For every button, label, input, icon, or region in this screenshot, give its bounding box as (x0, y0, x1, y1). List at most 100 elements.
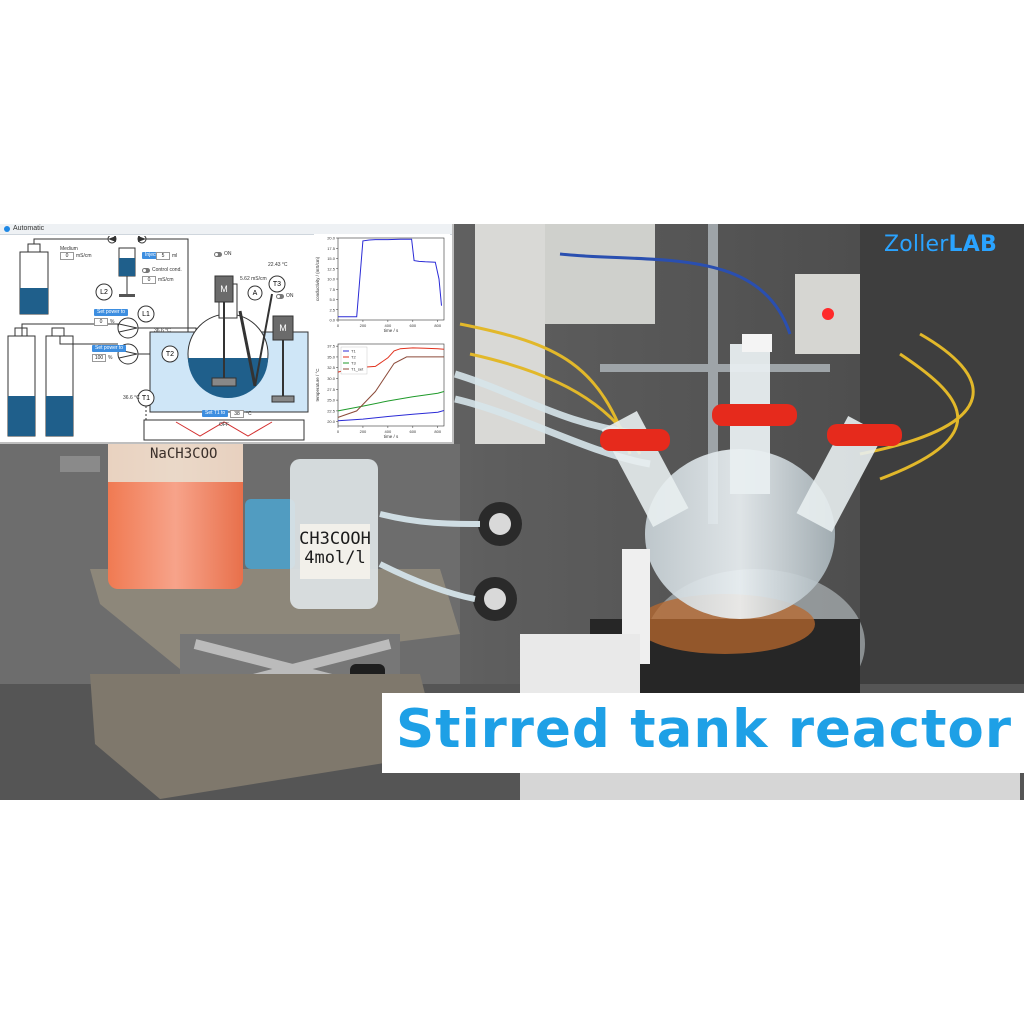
control-cond-label: Control cond. (152, 267, 182, 273)
chart-1-xtick-label-1: 200 (360, 429, 367, 434)
chart-0-ytick-label-5: 12.5 (327, 266, 336, 271)
inject-unit: ml (172, 253, 178, 259)
heater-set-button[interactable]: Set T1 to (202, 410, 229, 417)
chart-1-ytick-label-4: 30.0 (327, 376, 336, 381)
chart-1-ytick-label-0: 20.0 (327, 419, 336, 424)
chart-1-xlabel: time / s (384, 434, 399, 439)
chart-1-xtick-label-2: 400 (385, 429, 392, 434)
label-t1: T1 (142, 395, 150, 402)
chart-0-xtick-label-1: 200 (360, 323, 367, 328)
control-cond-toggle[interactable] (142, 268, 150, 273)
control-cond-field[interactable]: 0 (142, 276, 156, 284)
chart-0-ytick-label-6: 15.0 (327, 256, 336, 261)
control-cond-unit: mS/cm (158, 277, 174, 283)
stirrer-state: ON (224, 251, 232, 257)
chart-1-ytick-label-1: 22.5 (327, 408, 336, 413)
chart-1-xtick-label-0: 0 (337, 429, 340, 434)
chart-0-ytick-label-0: 0.0 (329, 318, 335, 323)
pump2-field[interactable]: 100 (92, 354, 106, 362)
chart-1-ytick-label-5: 32.5 (327, 365, 336, 370)
syringe-pump (118, 247, 136, 297)
label-t2: T2 (166, 351, 174, 358)
lab-photo (0, 224, 1024, 800)
acid-label-line1: CH3COOH (299, 529, 371, 549)
pump1-field[interactable]: 0 (94, 318, 108, 326)
chart-1-ylabel: temperature / °C (315, 368, 320, 402)
label-l1: L1 (142, 311, 150, 318)
chart-0-ytick-label-2: 5.0 (329, 297, 335, 302)
label-l2: L2 (100, 289, 108, 296)
chart-0-ytick-label-8: 20.0 (327, 236, 336, 241)
chart-1-series-0-line (337, 410, 445, 422)
chart-0-ytick-label-7: 17.5 (327, 246, 336, 251)
pump-1-icon[interactable] (117, 317, 139, 339)
sensor-l1-icon (137, 305, 155, 323)
tab-radio-icon[interactable] (4, 226, 10, 232)
chart-0-xtick-label-0: 0 (337, 323, 340, 328)
chart-1-xtick-label-4: 800 (434, 429, 441, 434)
bottle-left (7, 327, 36, 437)
chart-0-xtick-label-2: 400 (385, 323, 392, 328)
brand-logo: ZollerLAB (884, 232, 997, 257)
scada-window: Automatic (0, 224, 454, 444)
chart-0-ytick-label-4: 10.0 (327, 277, 336, 282)
chart-0-xtick-label-3: 600 (409, 323, 416, 328)
sensor-t2-icon (161, 345, 179, 363)
chart-1-series-3-line (337, 356, 444, 418)
chart-1-ytick-label-2: 25.0 (327, 398, 336, 403)
chart-1-ytick-label-7: 37.5 (327, 344, 336, 349)
acid-label-line2: 4mol/l (304, 548, 366, 568)
pump2-unit: % (108, 355, 113, 361)
stirrer-toggle[interactable] (214, 252, 222, 257)
process-diagram: L2 L1 T2 T1 A T3 M M (7, 236, 309, 441)
medium-field[interactable]: 0 (60, 252, 74, 260)
chart-1-ytick-label-6: 35.0 (327, 354, 336, 359)
sensor-a-icon (247, 285, 263, 301)
chart-0-frame (337, 237, 445, 321)
t2-reading: 36.6 °C (154, 328, 171, 334)
tab-automatic[interactable]: Automatic (13, 225, 45, 232)
chart-1-ytick-label-3: 27.5 (327, 387, 336, 392)
bottle-right (45, 327, 74, 437)
probe-state: ON (286, 293, 294, 299)
chart-1-xtick-label-3: 600 (409, 429, 416, 434)
medium-unit: mS/cm (76, 253, 92, 259)
sensor-t3-icon (268, 275, 286, 293)
chart-1-legend-label-1: T2 (351, 355, 356, 360)
inject-button[interactable]: Inject (142, 252, 160, 259)
brand-suffix: LAB (948, 232, 997, 257)
inject-field[interactable]: 5 (156, 252, 170, 260)
pump2-set-button[interactable]: Set power to (92, 345, 127, 352)
title-banner: Stirred tank reactor (382, 693, 1024, 773)
t3-reading: 22.43 °C (268, 262, 288, 268)
orange-label-text: NaCH3COO (150, 446, 218, 462)
heater-field[interactable]: 38 (230, 410, 244, 418)
chart-1-legend-label-0: T1 (351, 349, 356, 354)
chart-1-legend-label-3: T1_set (351, 367, 364, 372)
probe-toggle[interactable] (276, 294, 284, 299)
valve-right-icon[interactable] (137, 236, 147, 244)
pump1-unit: % (110, 319, 115, 325)
chart-1-series-2-line (337, 391, 445, 412)
brand-prefix: Zoller (884, 232, 949, 257)
pump1-set-button[interactable]: Set power to (94, 309, 129, 316)
bottle-medium (19, 243, 49, 315)
chart-0-series-0-line (338, 238, 442, 318)
label-motor-1: M (220, 284, 228, 294)
banner-title: Stirred tank reactor (396, 699, 1012, 760)
label-motor-2: M (279, 323, 287, 333)
orange-bottle-label: NaCH3COO (150, 446, 240, 466)
label-a: A (253, 290, 258, 297)
label-t3: T3 (273, 281, 281, 288)
chart-0-ylabel: conductivity / (mS/cm) (315, 256, 320, 301)
heater-unit: °C (246, 411, 252, 417)
t1-reading: 36.6 °C (123, 395, 140, 401)
sensor-l2-icon (95, 283, 113, 301)
chart-0-ytick-label-1: 2.5 (329, 307, 335, 312)
chart-0-xtick-label-4: 800 (434, 323, 441, 328)
valve-left-icon[interactable] (107, 236, 117, 244)
tab-bar: Automatic (0, 224, 452, 235)
acid-bottle-label: CH3COOH 4mol/l (290, 530, 380, 568)
